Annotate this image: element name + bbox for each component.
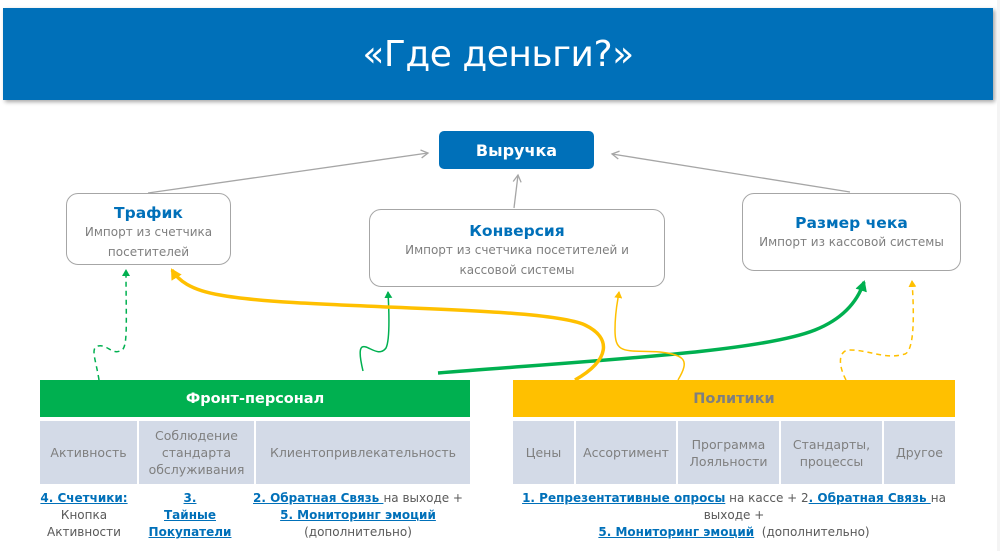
kpi-conversion: Конверсия Импорт из счетчика посетителей… (369, 209, 665, 287)
kpi-traffic: Трафик Импорт из счетчика посетителей (66, 193, 231, 265)
link-feedback[interactable]: 2. Обратная Связь (253, 491, 384, 505)
kpi-check-size: Размер чека Импорт из кассовой системы (742, 193, 961, 271)
arrow-front-check (437, 280, 867, 375)
revenue-label: Выручка (475, 140, 558, 160)
link-counters[interactable]: 4. Счетчики: (40, 491, 128, 505)
slide-title: «Где деньги?» (362, 33, 634, 75)
footnote-feedback-front: 2. Обратная Связь на выходе + 5. Монитор… (246, 490, 470, 541)
cell-activity-label: Активность (50, 445, 127, 460)
link-mystery-shoppers-2[interactable]: Покупатели (148, 525, 232, 539)
group-policies-title: Политики (693, 390, 775, 407)
arrow-policy-check (839, 280, 917, 381)
kpi-conversion-title: Конверсия (469, 222, 565, 240)
text-at-exit: на выходе + (383, 491, 463, 505)
kpi-traffic-desc-2: посетителей (107, 245, 190, 259)
link-mystery-shoppers-num[interactable]: 3. (183, 491, 197, 505)
title-banner: «Где деньги?» (3, 8, 993, 100)
cell-other-label: Другое (895, 445, 943, 460)
footnote-mystery-shoppers: 3. Тайные Покупатели (140, 490, 240, 541)
cell-attractiveness: Клиентопривлекательность (256, 421, 470, 484)
footnote-counters-line2: Кнопка (60, 508, 108, 522)
link-emotion-monitoring-policy[interactable]: 5. Мониторинг эмоций (598, 525, 755, 539)
slide-edge (997, 0, 1000, 551)
cell-assortment-label: Ассортимент (583, 445, 669, 460)
cell-assortment: Ассортимент (576, 421, 676, 484)
cell-loyalty: Программа Лояльности (678, 421, 779, 484)
cell-other: Другое (884, 421, 955, 484)
cell-service-standard-line2: стандарта (161, 445, 232, 460)
kpi-check-size-desc: Импорт из кассовой системы (759, 235, 944, 249)
footnote-counters: 4. Счетчики: Кнопка Активности (40, 490, 128, 541)
text-at-checkout: на кассе + 2 (725, 491, 809, 505)
cell-prices-label: Цены (525, 445, 562, 460)
cell-attractiveness-label: Клиентопривлекательность (270, 445, 456, 460)
group-policies-header: Политики (513, 380, 955, 417)
connector-conversion-revenue (512, 173, 522, 209)
footnote-policies: 1. Репрезентативные опросы на кассе + 2.… (513, 490, 955, 541)
link-feedback-policy[interactable]: . Обратная Связь (808, 491, 931, 505)
arrow-policy-traffic (170, 268, 605, 382)
cell-service-standard-line3: обслуживания (148, 462, 245, 477)
footnote-counters-line3: Активности (47, 525, 121, 539)
group-front-staff-cells: Активность Соблюдение стандарта обслужив… (40, 421, 470, 484)
cell-service-standard: Соблюдение стандарта обслуживания (139, 421, 254, 484)
cell-activity: Активность (40, 421, 137, 484)
cell-loyalty-line1: Программа (691, 436, 766, 452)
connector-check-revenue (610, 150, 851, 193)
text-at-exit-policy: на выходе + (703, 491, 946, 522)
cell-prices: Цены (513, 421, 574, 484)
link-emotion-monitoring[interactable]: 5. Мониторинг эмоций (280, 508, 436, 522)
group-front-staff-title: Фронт-персонал (185, 390, 325, 407)
cell-standards-line2: процессы (799, 453, 864, 469)
cell-service-standard-line1: Соблюдение (155, 428, 238, 443)
kpi-check-size-title: Размер чека (795, 214, 908, 232)
arrow-front-traffic (93, 269, 131, 381)
text-optional-policy: (дополнительно) (754, 525, 870, 539)
cell-standards-line1: Стандарты, (792, 436, 871, 452)
cell-standards: Стандарты, процессы (781, 421, 882, 484)
kpi-conversion-desc-2: кассовой системы (459, 263, 575, 277)
kpi-traffic-desc-1: Импорт из счетчика (84, 225, 213, 239)
arrow-front-conversion (359, 291, 393, 372)
link-mystery-shoppers-1[interactable]: Тайные (164, 508, 216, 522)
revenue-node: Выручка (439, 131, 594, 169)
text-optional: (дополнительно) (304, 525, 412, 539)
kpi-conversion-desc-1: Импорт из счетчика посетителей и (405, 243, 629, 257)
group-front-staff-header: Фронт-персонал (40, 380, 470, 417)
link-representative-surveys[interactable]: 1. Репрезентативные опросы (522, 491, 726, 505)
group-policies-cells: Цены Ассортимент Программа Лояльности Ст… (513, 421, 955, 484)
cell-loyalty-line2: Лояльности (689, 453, 768, 469)
connector-traffic-revenue (147, 149, 430, 194)
arrow-policy-conversion (614, 291, 685, 381)
kpi-traffic-title: Трафик (114, 204, 183, 222)
